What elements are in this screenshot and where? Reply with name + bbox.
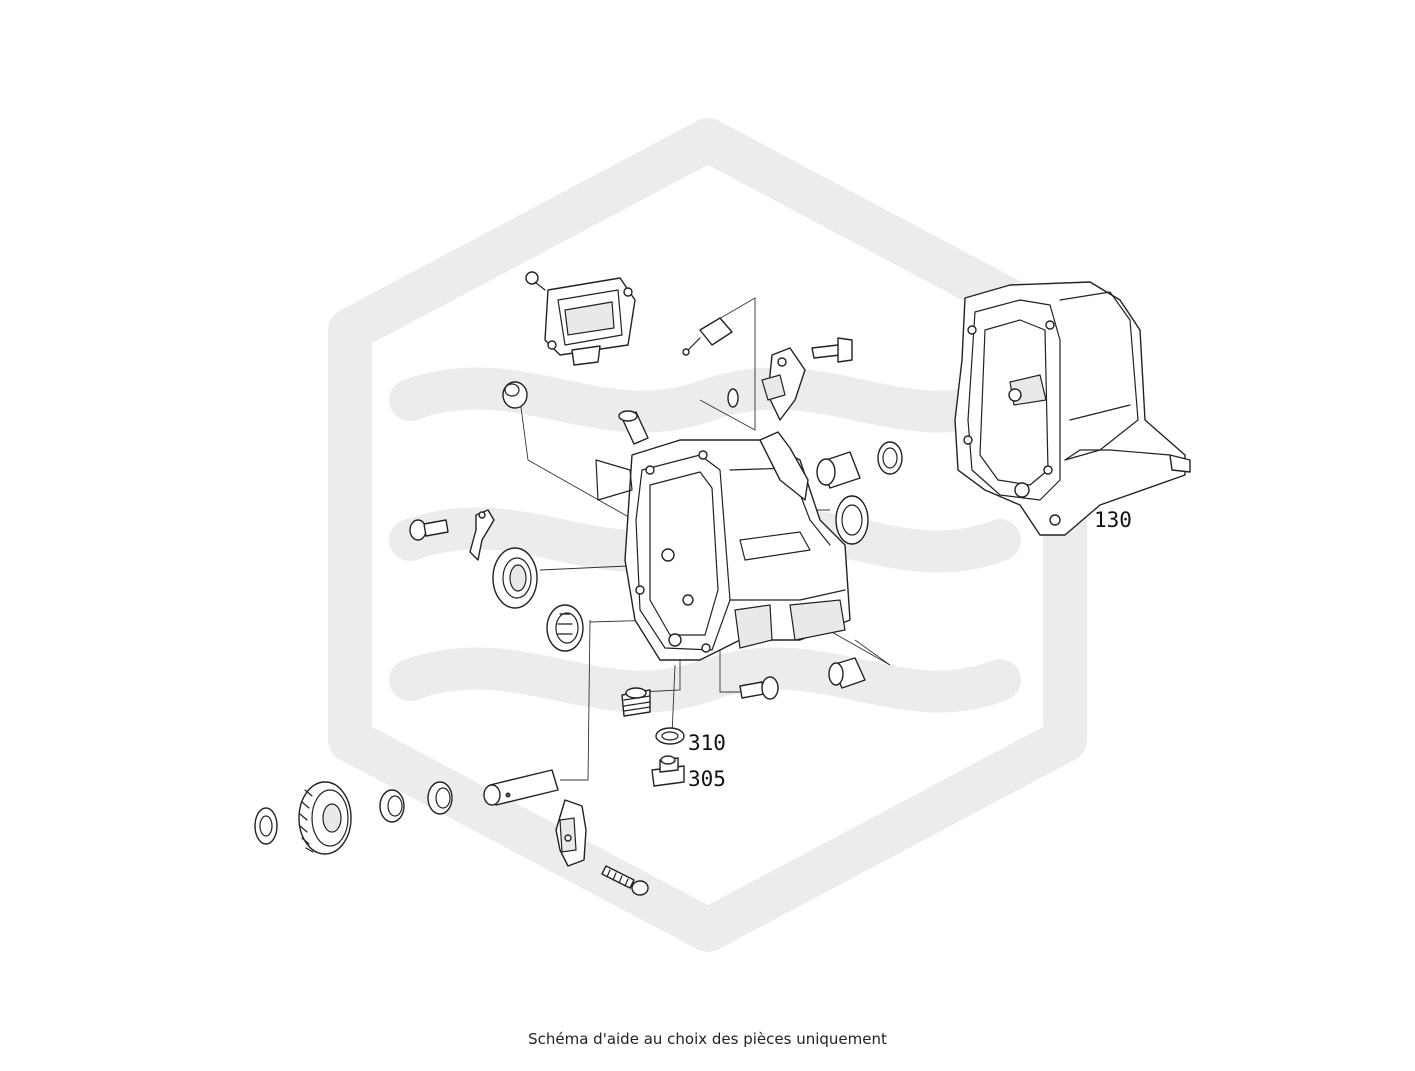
washer-bottom bbox=[254, 807, 278, 845]
diagram-caption: Schéma d'aide au choix des pièces unique… bbox=[528, 1030, 887, 1048]
needle-bearing-2 bbox=[427, 781, 453, 815]
screw-bottom bbox=[601, 865, 649, 896]
clip-left bbox=[469, 509, 495, 561]
cover-bolt bbox=[525, 271, 546, 291]
gearbox-housing-130 bbox=[954, 281, 1191, 536]
plug-305 bbox=[651, 755, 685, 787]
callout-130[interactable]: 130 bbox=[1094, 508, 1132, 532]
switch-sensor bbox=[682, 317, 733, 356]
o-ring-small bbox=[727, 388, 739, 408]
bolt-left bbox=[409, 519, 449, 541]
bushing-upper bbox=[816, 451, 861, 489]
callout-310[interactable]: 310 bbox=[688, 731, 726, 755]
bushing-lower-right bbox=[828, 657, 866, 689]
main-housing bbox=[595, 431, 851, 661]
plug-lower bbox=[621, 687, 651, 717]
bearing-small-left bbox=[546, 604, 584, 652]
shift-segment bbox=[555, 799, 587, 867]
shift-bracket bbox=[761, 347, 806, 421]
watermark-wave-1 bbox=[389, 367, 1021, 433]
cover-plate bbox=[544, 277, 636, 366]
callout-305[interactable]: 305 bbox=[688, 767, 726, 791]
bolt-top-right bbox=[811, 337, 853, 363]
callout-labels: 130 310 305 bbox=[688, 508, 1132, 791]
gear-sensor-bottom bbox=[739, 676, 779, 700]
washer-310 bbox=[655, 727, 685, 745]
seal-upper-right bbox=[877, 441, 903, 475]
bearing-large-left bbox=[492, 547, 538, 609]
needle-bearing-1 bbox=[379, 789, 405, 823]
plug-cap bbox=[502, 381, 528, 409]
seal-right bbox=[835, 495, 869, 545]
helical-gear bbox=[298, 781, 352, 855]
watermark-wave-3 bbox=[389, 647, 1021, 713]
upper-pin bbox=[618, 410, 649, 445]
shaft-pin bbox=[483, 769, 559, 806]
